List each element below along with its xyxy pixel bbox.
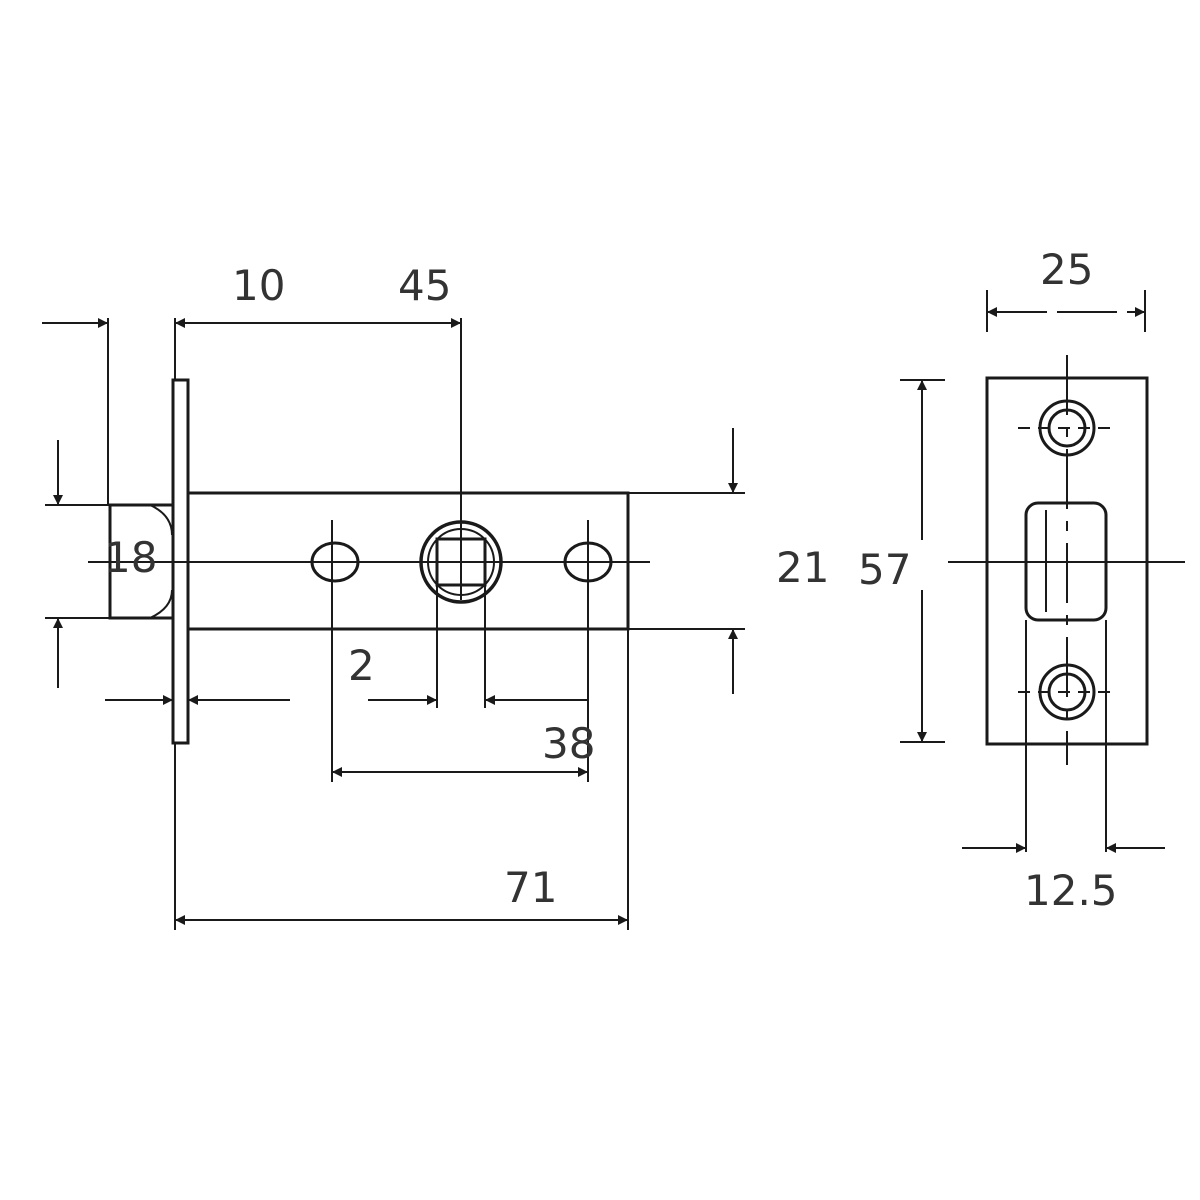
fixing-hole-left — [310, 541, 360, 583]
label-10: 10 — [232, 261, 285, 310]
strike-opening — [1024, 501, 1108, 622]
label-25: 25 — [1040, 245, 1093, 294]
latch-side-view: 10 45 18 21 2 38 71 — [42, 261, 829, 930]
strike-plate-view: 25 57 12.5 — [858, 245, 1185, 915]
label-57: 57 — [858, 545, 911, 594]
label-12-5: 12.5 — [1024, 866, 1118, 915]
label-38: 38 — [542, 719, 595, 768]
latch-bolt-bevel — [149, 504, 173, 619]
screw-hole-bottom — [1018, 663, 1116, 721]
label-18: 18 — [104, 533, 157, 582]
label-71: 71 — [504, 863, 557, 912]
label-2: 2 — [348, 641, 375, 690]
screw-hole-top — [1018, 399, 1116, 457]
label-21: 21 — [776, 543, 829, 592]
label-45: 45 — [398, 261, 451, 310]
